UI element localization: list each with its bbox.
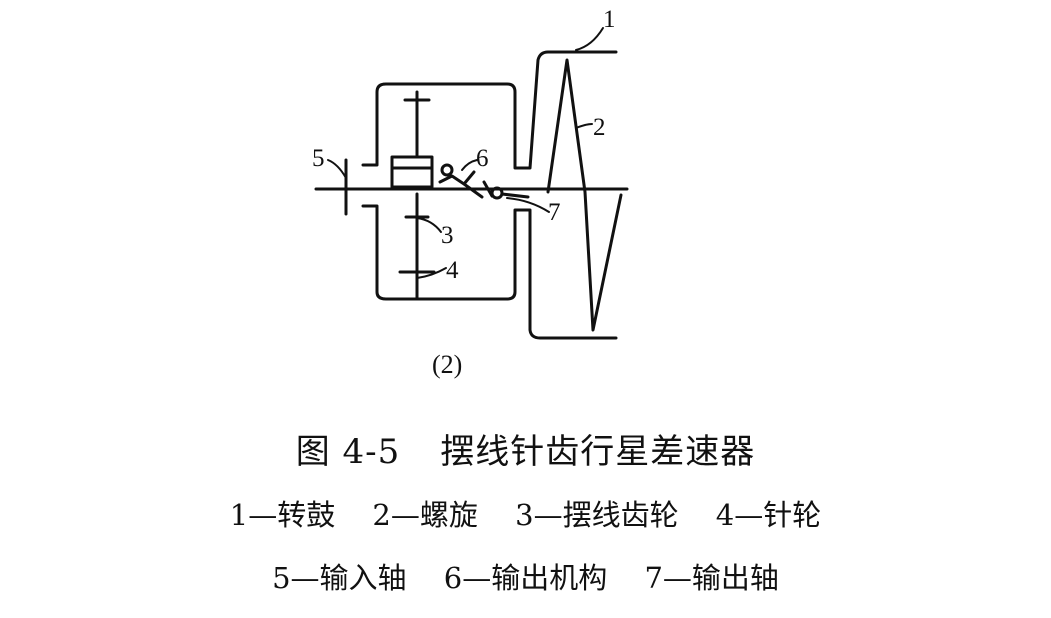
- part-label-2: 2: [593, 114, 606, 141]
- legend-item: 2—螺旋: [372, 498, 478, 532]
- subfigure-label: (2): [432, 350, 462, 379]
- part-label-6: 6: [476, 145, 489, 172]
- part-label-7: 7: [548, 199, 561, 226]
- output-mechanism-pin: [440, 163, 454, 177]
- leader-5: [327, 159, 347, 179]
- legend-item: 6—输出机构: [443, 561, 608, 595]
- legend-item: 1—转鼓: [229, 498, 336, 532]
- leader-1: [575, 27, 604, 51]
- screw: [546, 58, 623, 332]
- part-label-3: 3: [441, 222, 454, 249]
- leader-4: [416, 267, 447, 279]
- legend-line-1: 1—转鼓 2—螺旋 3—摆线齿轮 4—针轮: [0, 492, 1051, 534]
- leader-2: [575, 123, 593, 129]
- output-shaft-pin: [490, 186, 504, 200]
- cycloid-gear-block: [390, 155, 434, 189]
- part-label-1: 1: [603, 6, 616, 33]
- figure-title: 摆线针齿行星差速器: [440, 432, 756, 472]
- output-mechanism-link: [438, 170, 484, 199]
- figure-caption: 图 4-5 摆线针齿行星差速器: [0, 424, 1051, 473]
- leader-3: [416, 217, 442, 233]
- legend-line-2: 5—输入轴 6—输出机构 7—输出轴: [0, 555, 1051, 597]
- drum-lower: [522, 208, 618, 340]
- part-label-4: 4: [446, 257, 459, 284]
- legend-item: 4—针轮: [715, 498, 822, 532]
- figure-number: 图 4-5: [295, 432, 401, 472]
- output-shaft-stub: [500, 192, 530, 199]
- part-label-5: 5: [312, 145, 325, 172]
- housing-upper: [361, 82, 526, 170]
- legend-item: 5—输入轴: [272, 561, 407, 595]
- legend-item: 3—摆线齿轮: [515, 498, 679, 532]
- leader-7: [506, 197, 550, 213]
- leader-6: [461, 159, 478, 171]
- legend-item: 7—输出轴: [644, 561, 779, 595]
- housing-lower: [361, 204, 526, 301]
- drum-upper: [522, 50, 618, 170]
